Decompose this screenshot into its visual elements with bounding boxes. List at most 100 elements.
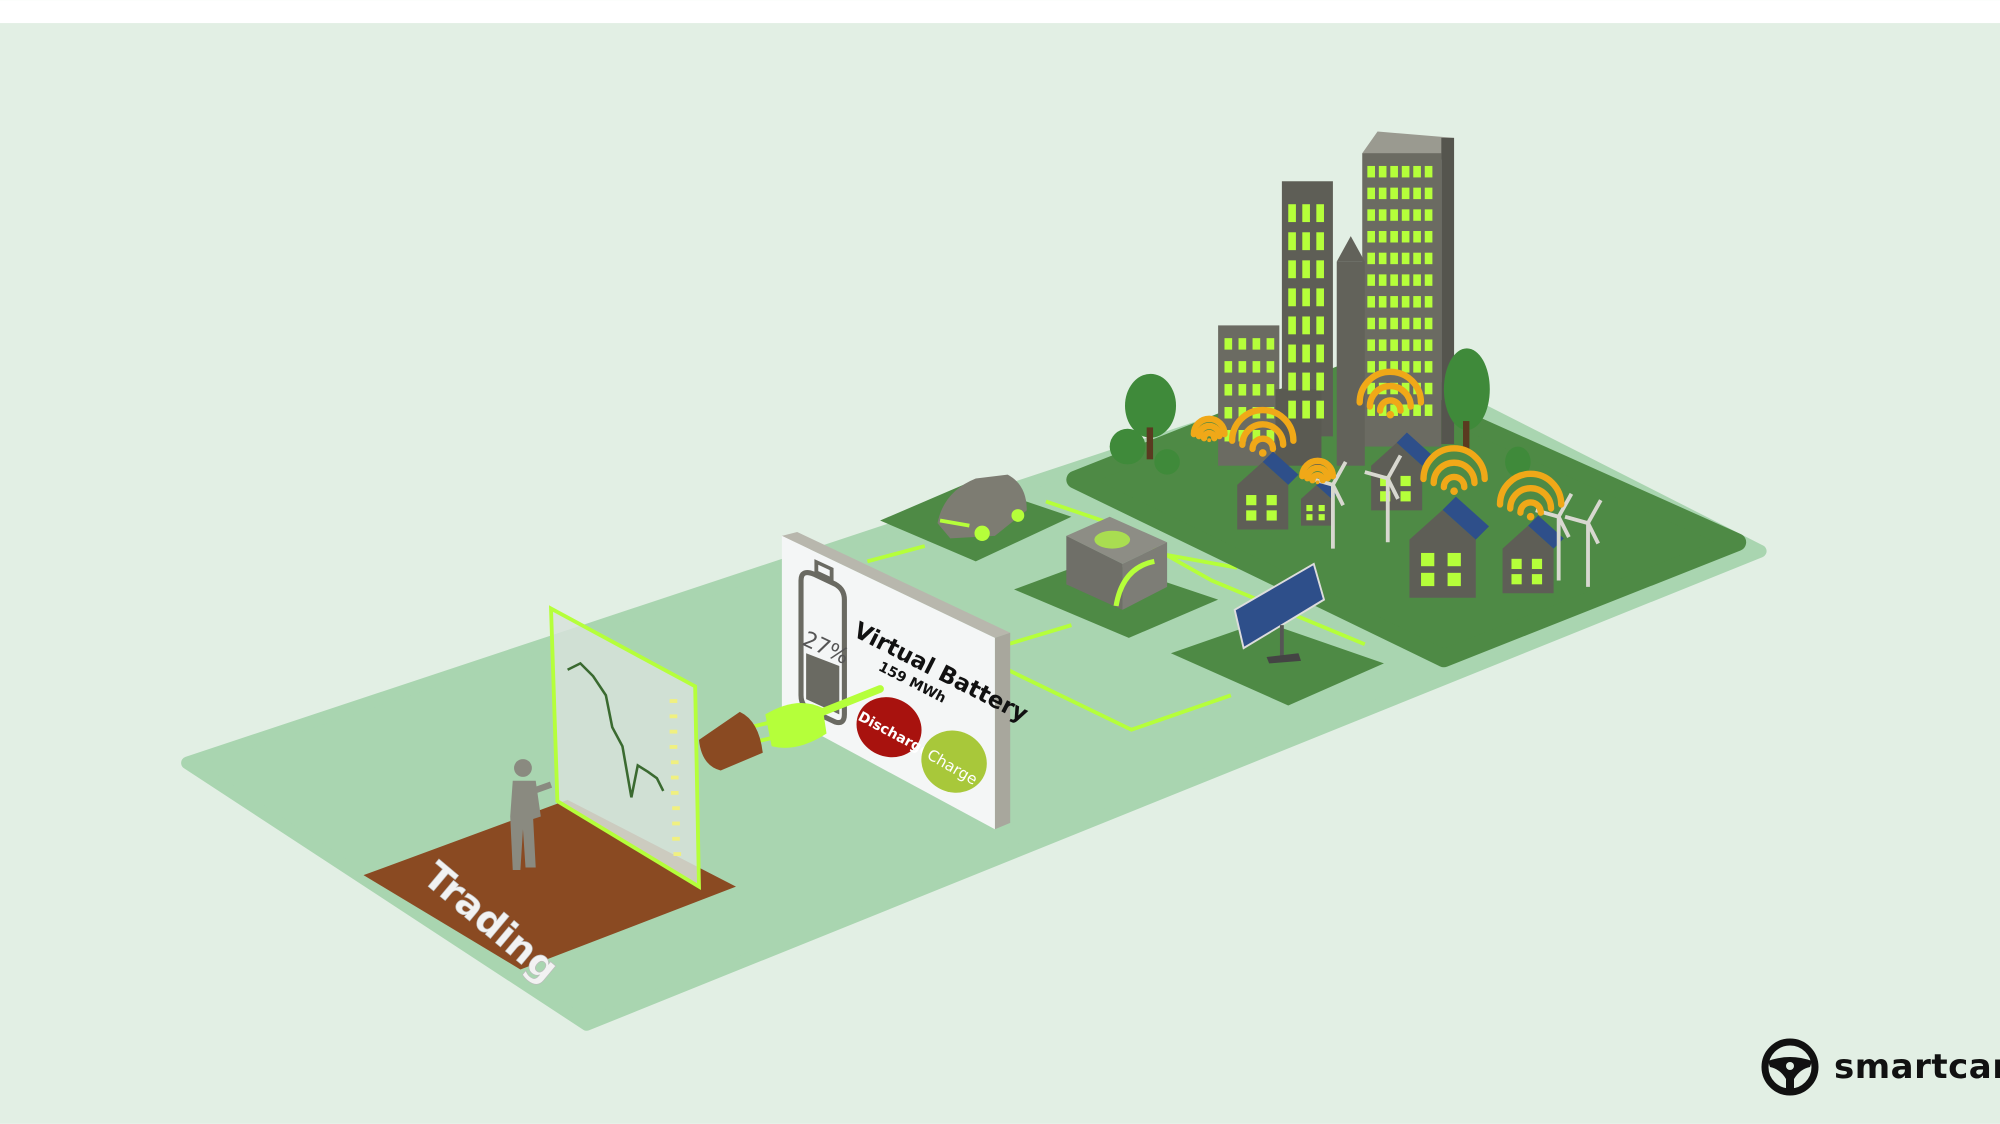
window xyxy=(1390,231,1398,243)
window xyxy=(1413,404,1421,416)
turbine-blade xyxy=(1386,454,1403,480)
power-plug-icon xyxy=(698,685,884,771)
window xyxy=(1367,274,1375,286)
solar-roof xyxy=(1528,515,1564,549)
window xyxy=(1224,338,1233,350)
trading-chart-panel xyxy=(548,605,701,891)
window xyxy=(1413,361,1421,373)
window xyxy=(1288,260,1296,279)
window xyxy=(1413,187,1421,200)
window xyxy=(1413,296,1421,308)
house-window xyxy=(1421,572,1435,587)
window xyxy=(1401,231,1410,243)
window xyxy=(1413,317,1421,330)
trees xyxy=(1109,348,1531,478)
window xyxy=(1401,317,1410,330)
window xyxy=(1302,400,1310,419)
volume-bars xyxy=(669,699,682,857)
window xyxy=(1288,204,1296,223)
house-window xyxy=(1246,510,1257,521)
house-window xyxy=(1318,514,1325,521)
window xyxy=(1413,339,1421,351)
wifi-icon xyxy=(1517,499,1545,516)
window xyxy=(1252,338,1261,350)
window xyxy=(1302,316,1310,335)
house-window xyxy=(1511,574,1522,585)
window xyxy=(1424,231,1433,243)
window xyxy=(1316,316,1324,335)
window xyxy=(1367,209,1375,221)
window xyxy=(1224,407,1233,419)
window xyxy=(1424,382,1433,395)
window xyxy=(1266,429,1275,442)
turbine-blade xyxy=(1331,483,1345,507)
window xyxy=(1401,165,1410,178)
turbine-blade xyxy=(1386,477,1400,500)
window xyxy=(1424,209,1433,221)
wifi-icon xyxy=(1239,421,1287,448)
window xyxy=(1390,252,1398,265)
window xyxy=(1224,429,1233,442)
solar-roof xyxy=(1396,432,1433,466)
house-window xyxy=(1246,495,1257,506)
window xyxy=(1401,209,1410,221)
window xyxy=(1413,252,1421,265)
wifi-dot xyxy=(1526,512,1535,521)
window xyxy=(1302,232,1310,251)
wifi-dot xyxy=(1207,438,1212,443)
turbine-blade xyxy=(1364,470,1389,481)
wifi-icon xyxy=(1249,435,1277,453)
window xyxy=(1302,344,1310,363)
window xyxy=(1424,404,1433,416)
steering-wheel-icon xyxy=(1761,1038,1819,1096)
wifi-icon xyxy=(1376,397,1404,414)
wifi-icon xyxy=(1304,464,1331,482)
turbine-blade xyxy=(1556,515,1571,538)
window xyxy=(1367,361,1375,373)
electric-car-icon xyxy=(937,474,1027,541)
wifi-icon xyxy=(1356,368,1425,406)
solar-island xyxy=(1170,621,1384,706)
window xyxy=(1367,339,1375,351)
window xyxy=(1390,339,1398,351)
window xyxy=(1288,288,1296,307)
window xyxy=(1302,372,1310,391)
turbine-blade xyxy=(1586,522,1600,545)
solar-panel-icon xyxy=(1233,562,1326,664)
window xyxy=(1378,252,1387,265)
heat-pump-icon xyxy=(1066,516,1168,610)
wifi-icon xyxy=(1420,445,1488,483)
window xyxy=(1252,429,1261,442)
window xyxy=(1401,274,1410,286)
wifi-dot xyxy=(1386,410,1395,419)
window xyxy=(1424,165,1433,178)
house-window xyxy=(1421,552,1435,567)
trader-figure xyxy=(510,759,553,871)
solar-roof xyxy=(1262,451,1299,485)
window xyxy=(1288,344,1296,363)
window xyxy=(1390,209,1398,221)
window xyxy=(1390,165,1398,178)
smartcar-logo: smartcar xyxy=(1760,1037,2000,1097)
solar-roof xyxy=(1442,496,1490,540)
window xyxy=(1252,384,1261,396)
window xyxy=(1424,187,1433,200)
window xyxy=(1302,288,1310,307)
charge-button[interactable]: Charge xyxy=(911,720,997,804)
house xyxy=(1502,515,1564,594)
window xyxy=(1401,187,1410,200)
house-window xyxy=(1531,574,1543,585)
house xyxy=(1237,451,1299,530)
window xyxy=(1401,252,1410,265)
window xyxy=(1390,404,1398,416)
wifi-signals xyxy=(1190,368,1565,521)
window xyxy=(1302,260,1310,279)
window xyxy=(1367,296,1375,308)
window xyxy=(1316,400,1324,419)
window xyxy=(1288,316,1296,335)
top-strip xyxy=(0,0,2000,24)
window xyxy=(1316,232,1324,251)
house xyxy=(1371,432,1433,511)
window xyxy=(1367,187,1375,200)
window xyxy=(1302,204,1310,223)
